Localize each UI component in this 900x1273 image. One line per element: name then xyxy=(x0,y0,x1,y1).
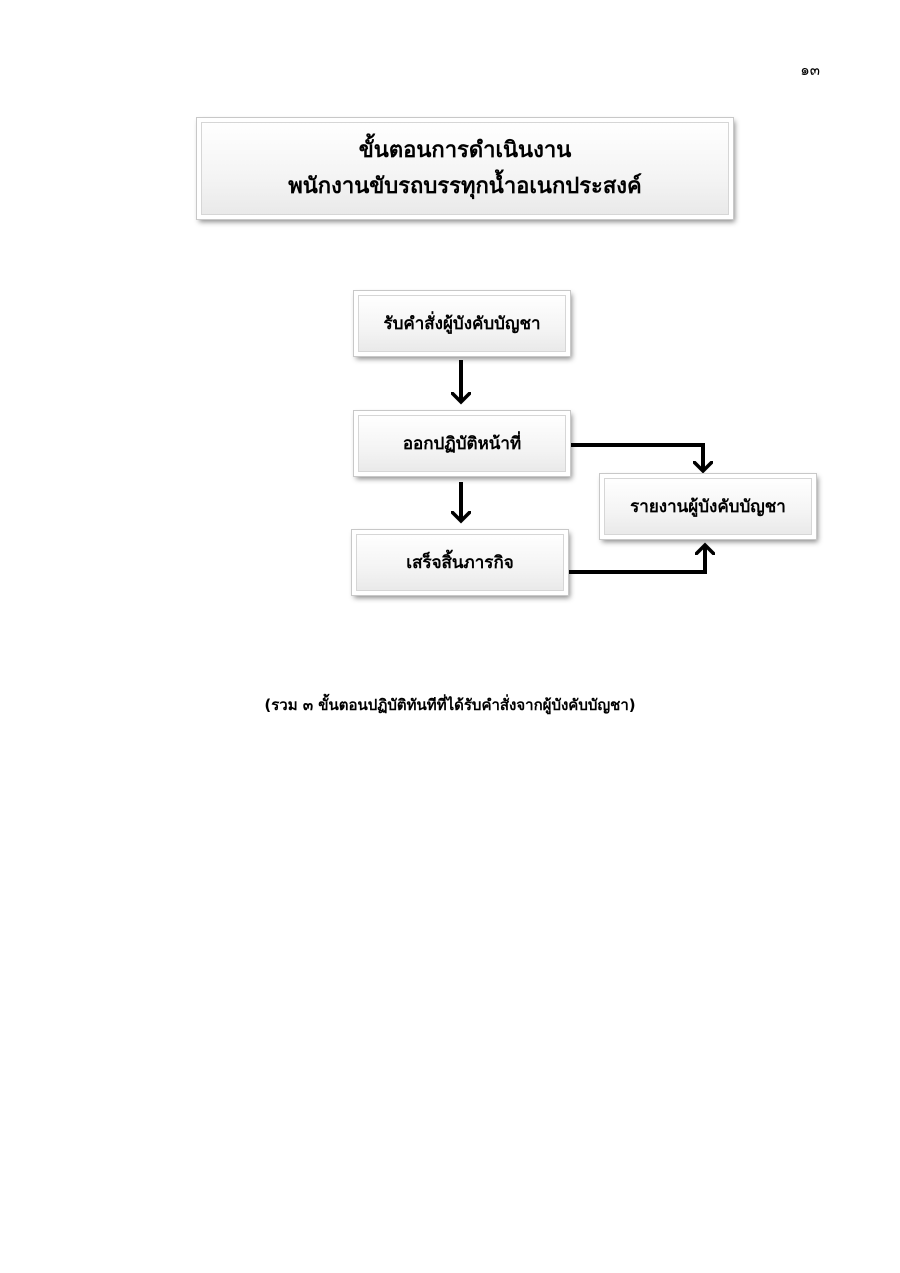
step-perform-duty: ออกปฏิบัติหน้าที่ xyxy=(353,410,571,477)
step-receive-order: รับคำสั่งผู้บังคับบัญชา xyxy=(353,290,571,357)
caption: (รวม ๓ ขั้นตอนปฏิบัติทันทีที่ได้รับคำสั่… xyxy=(264,696,636,714)
step-report-supervisor-label: รายงานผู้บังคับบัญชา xyxy=(630,497,786,517)
title-line-2: พนักงานขับรถบรรทุกน้ำอเนกประสงค์ xyxy=(288,173,642,199)
step-perform-duty-label: ออกปฏิบัติหน้าที่ xyxy=(402,434,522,454)
step-receive-order-label: รับคำสั่งผู้บังคับบัญชา xyxy=(383,314,541,334)
step-complete-mission-label: เสร็จสิ้นภารกิจ xyxy=(406,553,514,573)
arrow-step2-to-report xyxy=(570,443,703,471)
arrow-step3-to-report xyxy=(568,545,705,574)
step-report-supervisor: รายงานผู้บังคับบัญชา xyxy=(599,473,817,540)
page-number: ๑๓ xyxy=(800,61,820,79)
title-box: ขั้นตอนการดำเนินงาน พนักงานขับรถบรรทุกน้… xyxy=(196,117,734,220)
step-complete-mission: เสร็จสิ้นภารกิจ xyxy=(351,529,569,596)
title-line-1: ขั้นตอนการดำเนินงาน xyxy=(358,137,572,163)
